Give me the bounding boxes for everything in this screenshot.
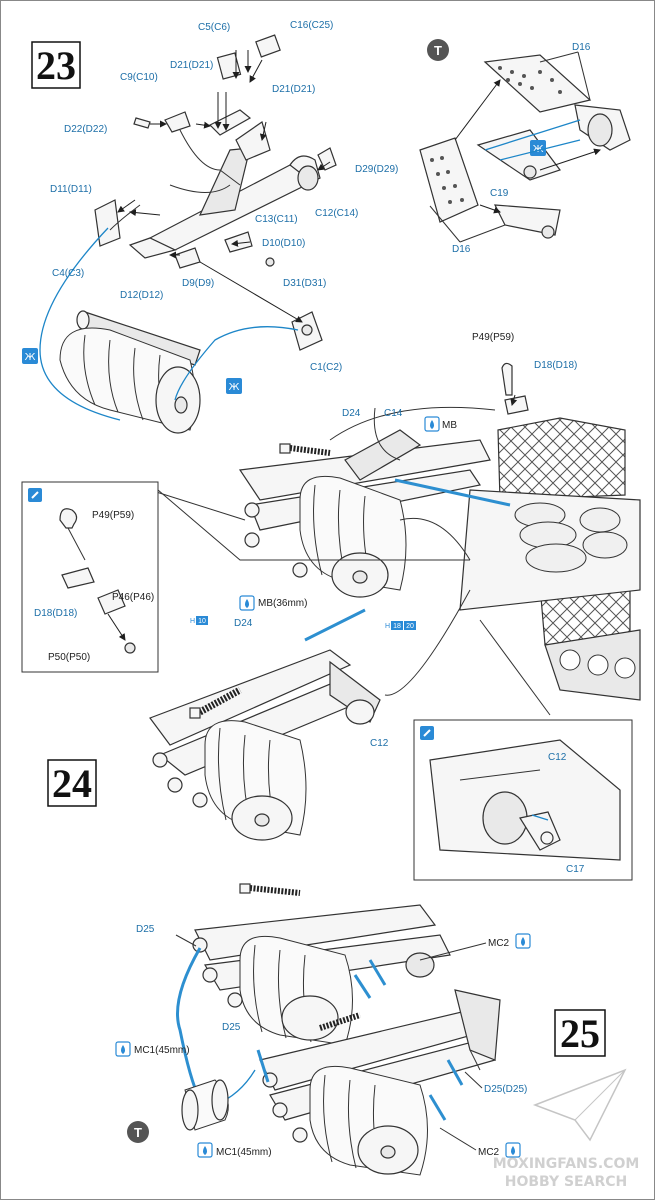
label-d25a: D25: [136, 924, 155, 935]
t-marker-bottom-label: T: [134, 1125, 142, 1140]
roller-assembly-upper: [238, 429, 491, 598]
label-mc2b: MC2: [478, 1147, 500, 1158]
label-d9: D9(D9): [182, 278, 214, 289]
height-marker-10: 10: [198, 618, 206, 625]
t-marker-top: [427, 39, 449, 61]
label-mc1b: MC1(45mm): [216, 1147, 272, 1158]
label-c12: C12: [370, 738, 389, 749]
height-marker-20: 20: [406, 623, 414, 630]
label-mb36: MB(36mm): [258, 598, 307, 609]
svg-text:H: H: [190, 618, 195, 625]
label-c9: C9(C10): [120, 72, 158, 83]
svg-text:Ж: Ж: [25, 352, 36, 363]
label-c19: C19: [490, 188, 509, 199]
label-inset-d18: D18(D18): [34, 608, 77, 619]
label-d24a: D24: [342, 408, 361, 419]
vehicle-hull: [459, 417, 641, 701]
glue-icon-2: [226, 378, 242, 394]
label-c4: C4(C3): [52, 268, 84, 279]
watermark: MOXINGFANS.COM HOBBY SEARCH: [493, 1068, 640, 1190]
label-d25c: D25(D25): [484, 1084, 527, 1095]
label-inset2-c17: C17: [566, 864, 585, 875]
roller-assembly-25-lower: [259, 989, 501, 1176]
label-d16-top: D16: [572, 42, 591, 53]
roller-assembly-25-upper: [192, 883, 451, 1046]
label-inset-p50: P50(P50): [48, 652, 90, 663]
label-d21a: D21(D21): [170, 60, 213, 71]
label-d25b: D25: [222, 1022, 241, 1033]
svg-text:Ж: Ж: [229, 382, 240, 393]
t-marker-bottom: [127, 1121, 149, 1143]
label-d10: D10(D10): [262, 238, 305, 249]
tread-subassembly: T Ж D16 C19 D16: [419, 39, 631, 255]
label-d21b: D21(D21): [272, 84, 315, 95]
label-mc1a: MC1(45mm): [134, 1045, 190, 1056]
t-marker-top-label: T: [434, 43, 442, 58]
label-p49: P49(P59): [472, 332, 514, 343]
paper-plane-icon: [532, 1068, 627, 1142]
drum-d12: [59, 310, 201, 434]
label-d16-bottom: D16: [452, 244, 471, 255]
step-23-box: [31, 41, 81, 89]
step-25-number: 25: [560, 1011, 600, 1056]
label-c13: C13(C11): [255, 214, 298, 225]
label-d24b: D24: [234, 618, 253, 629]
label-inset-p46: P46(P46): [112, 592, 154, 603]
label-d11: D11(D11): [50, 184, 92, 195]
inset-c12-detail: C12 C17: [413, 719, 633, 881]
step-25: 25: [115, 883, 606, 1176]
label-c12c14: C12(C14): [315, 208, 358, 219]
step-24: 24: [21, 332, 641, 881]
step-24-box: [47, 759, 97, 807]
svg-text:H: H: [385, 623, 390, 630]
label-c5: C5(C6): [198, 22, 230, 33]
label-mb: MB: [442, 420, 457, 431]
label-inset-p49: P49(P59): [92, 510, 134, 521]
roller-assembly-lower: [149, 649, 381, 841]
tread-roller-t: T: [127, 1079, 229, 1143]
watermark-line1: MOXINGFANS.COM: [493, 1156, 640, 1172]
label-c16: C16(C25): [290, 20, 333, 31]
label-d22: D22(D22): [64, 124, 107, 135]
glue-icon-1: [22, 348, 38, 364]
label-c14: C14: [384, 408, 403, 419]
step-24-number: 24: [52, 761, 92, 806]
label-d31: D31(D31): [283, 278, 326, 289]
height-marker-18: 18: [393, 623, 401, 630]
label-d29: D29(D29): [355, 164, 398, 175]
label-mc2a: MC2: [488, 938, 510, 949]
label-inset2-c12: C12: [548, 752, 567, 763]
watermark-line2: HOBBY SEARCH: [505, 1174, 627, 1190]
step-25-box: [554, 1009, 606, 1057]
step-23-number: 23: [36, 43, 76, 88]
label-d18: D18(D18): [534, 360, 577, 371]
inset-pin-detail: P49(P59) D18(D18) P46(P46) P50(P50): [21, 481, 470, 673]
svg-text:Ж: Ж: [533, 144, 544, 155]
label-d12: D12(D12): [120, 290, 163, 301]
arm-assembly-23: [94, 34, 337, 351]
label-c1: C1(C2): [310, 362, 342, 373]
step-23: 23: [22, 20, 398, 434]
